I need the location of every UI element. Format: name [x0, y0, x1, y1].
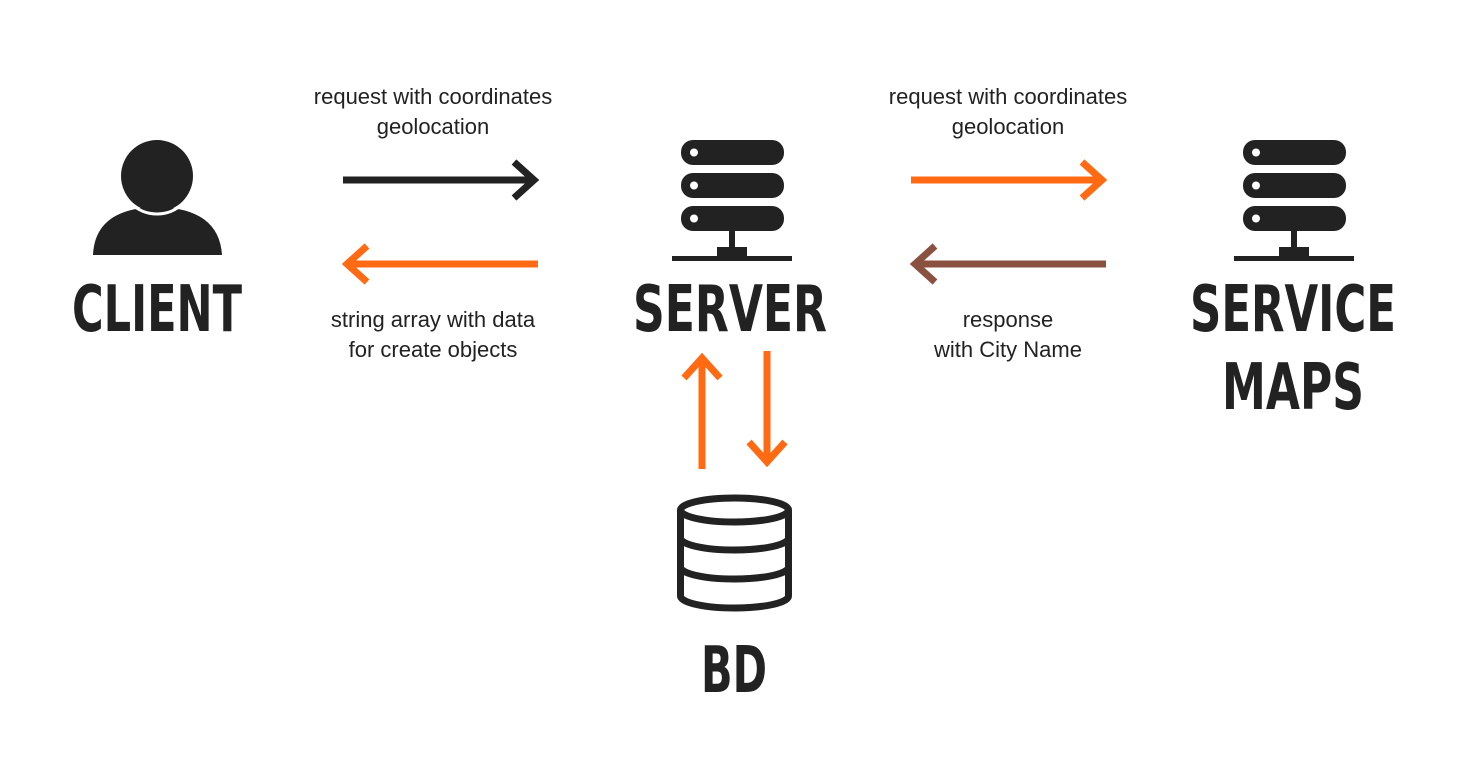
arrow-server-to-db [746, 351, 788, 468]
database-icon [677, 494, 792, 612]
server-to-client-label-line1: string array with data [331, 307, 536, 332]
service-maps-node: SERVICE MAPS [1190, 140, 1396, 425]
client-to-server-label-line2: geolocation [377, 114, 490, 139]
server-to-client-label-line2: for create objects [349, 337, 518, 362]
arrow-server-to-service [911, 159, 1108, 201]
arrow-server-to-client [341, 243, 538, 285]
arrow-client-to-server [343, 159, 540, 201]
database-label: BD [701, 634, 767, 708]
service-to-server-label-line2: with City Name [933, 337, 1082, 362]
service-label-line2: MAPS [1222, 351, 1364, 425]
service-to-server-label-line1: response [963, 307, 1054, 332]
server-icon [672, 140, 792, 261]
arrow-db-to-server [681, 352, 723, 469]
server-label: SERVER [633, 273, 827, 347]
server-to-service-label-line2: geolocation [952, 114, 1065, 139]
service-server-icon [1234, 140, 1354, 261]
client-to-server-label-line1: request with coordinates [314, 84, 552, 109]
user-icon [93, 136, 222, 255]
database-node: BD [677, 494, 792, 708]
arrow-service-to-server [909, 243, 1106, 285]
server-to-service-label-line1: request with coordinates [889, 84, 1127, 109]
client-node: CLIENT [72, 136, 242, 347]
server-node: SERVER [633, 140, 827, 347]
client-label: CLIENT [72, 273, 242, 347]
service-label-line1: SERVICE [1190, 273, 1396, 347]
